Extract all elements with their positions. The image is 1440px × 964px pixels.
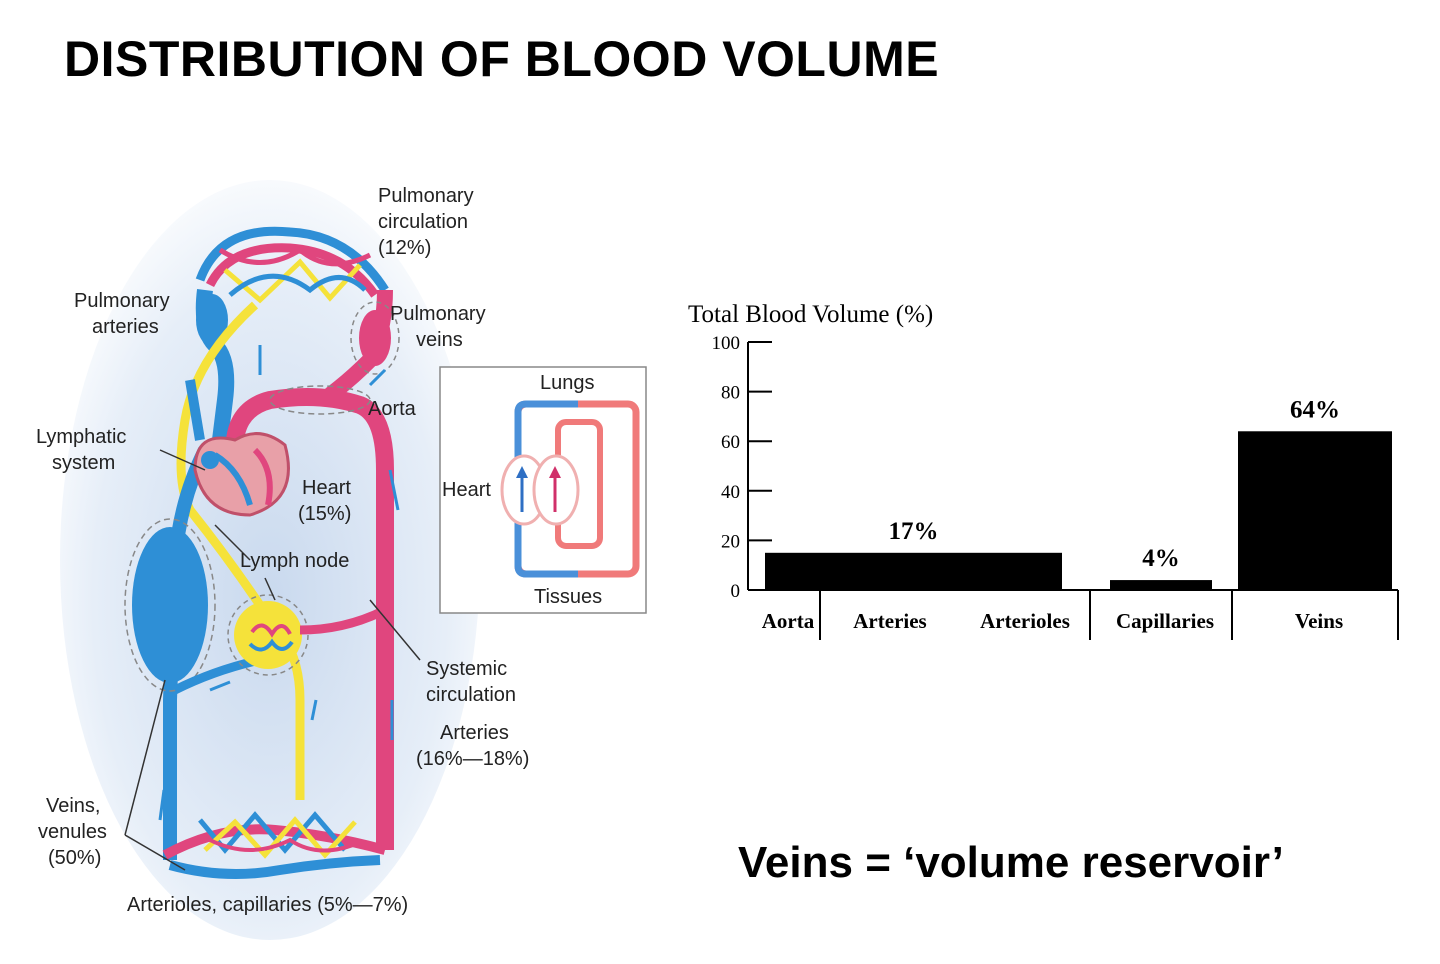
label-lymphatic-system-1: Lymphatic [36,426,126,448]
label-heart-2: (15%) [298,503,351,525]
lymph-node [227,594,309,676]
label-lymph-node: Lymph node [240,550,349,572]
label-heart-1: Heart [302,477,351,499]
label-systemic-circulation-2: circulation [426,684,516,706]
data-label-aorta-arteries-arterioles: 17% [889,518,939,545]
x-tick-label-arterioles: Arterioles [980,609,1070,633]
label-pulmonary-arteries-2: arteries [92,316,159,338]
inset-label-heart: Heart [442,479,491,501]
flow-arrows [158,345,400,821]
y-tick-label-20: 20 [721,531,740,552]
label-pulmonary-circulation-2: circulation [378,211,468,233]
circulation-diagram: Pulmonary circulation (12%) Pulmonary arter… [36,180,647,940]
label-pulmonary-arteries-1: Pulmonary [74,290,170,312]
svg-text:Arteries(16%—18%): Arteries (16%—18%) [416,722,529,770]
label-pulmonary-circulation-3: (12%) [378,237,431,259]
y-tick-label-60: 60 [721,432,740,453]
takeaway-text: Veins = ‘volume reservoir’ [738,838,1284,887]
systemic-capillary-bed [162,811,387,879]
y-tick-label-100: 100 [712,333,741,354]
slide-title: DISTRIBUTION OF BLOOD VOLUME [64,31,940,87]
label-systemic-circulation-1: Systemic [426,658,507,680]
x-tick-label-capillaries: Capillaries [1116,609,1214,633]
heart [193,432,290,517]
data-label-capillaries: 4% [1142,545,1180,572]
label-pulmonary-circulation-1: Pulmonary [378,185,474,207]
inset-schematic: Lungs Heart Tissues [439,366,647,614]
label-pulmonary-veins-2: veins [416,329,463,351]
vein-reservoir [132,527,208,683]
data-label-veins: 64% [1290,396,1340,423]
bar-aorta-arteries-arterioles [765,552,1062,590]
bar-capillaries [1110,580,1212,590]
inset-label-tissues: Tissues [534,586,602,608]
label-arterioles-capillaries: Arterioles, capillaries (5%—7%) [127,894,408,916]
label-lymphatic-system-2: system [52,452,115,474]
pulmonary-artery-bulge [196,294,228,346]
x-tick-label-veins: Veins [1295,609,1343,633]
label-veins-venules-3: (50%) [48,847,101,869]
svg-text:Veins,venules(50%): Veins, venules (50%) [38,795,107,869]
label-arteries-1: Arteries [440,722,509,744]
aorta [225,387,394,850]
bar-veins [1238,431,1392,590]
label-veins-venules-1: Veins, [46,795,100,817]
label-pulmonary-veins-1: Pulmonary [390,303,486,325]
x-tick-label-aorta: Aorta [762,609,815,633]
y-tick-label-80: 80 [721,383,740,404]
svg-text:Heart(15%): Heart (15%) [298,477,351,525]
inset-label-lungs: Lungs [540,372,595,394]
pulmonary-capillary-bed [195,226,389,304]
chart-title: Total Blood Volume (%) [688,301,933,328]
leader-lines [124,449,421,871]
y-tick-label-0: 0 [731,581,741,602]
x-tick-label-arteries: Arteries [853,609,926,633]
y-tick-label-40: 40 [721,482,740,503]
label-arteries-2: (16%—18%) [416,748,529,770]
label-aorta: Aorta [368,398,417,420]
pulmonary-vein-bulge [359,310,391,366]
label-veins-venules-2: venules [38,821,107,843]
